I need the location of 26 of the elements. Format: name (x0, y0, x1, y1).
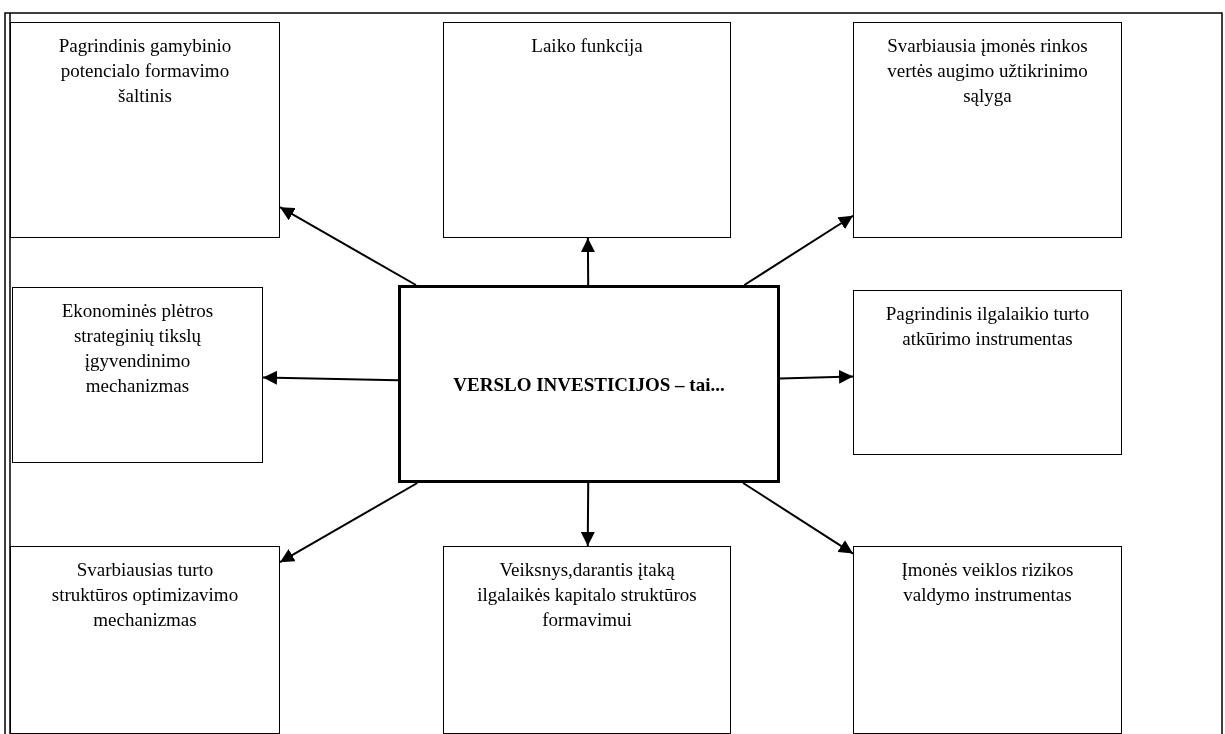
concept-box (10, 22, 280, 238)
arrow (262, 370, 399, 385)
arrow (580, 237, 595, 286)
box-text: Veiksnys,darantis įtaką ilgalaikės kapitalo struktūros formavimui (476, 558, 698, 632)
concept-box (12, 287, 263, 463)
concept-box (853, 22, 1122, 238)
box-text: Ekonominės plėtros strateginių tikslų įgyvendinimo mechanizmas (60, 299, 215, 398)
arrow (743, 214, 854, 286)
concept-box (443, 546, 731, 734)
arrow (580, 482, 595, 547)
arrow (779, 369, 854, 384)
box-text: Įmonės veiklos rizikos valdymo instrumentas (900, 558, 1075, 607)
concept-box (853, 290, 1122, 455)
box-text: Svarbiausias turto struktūros optimizavimo mechanizmas (50, 558, 240, 632)
box-text: Svarbiausia įmonės rinkos vertės augimo užtikrinimo sąlyga (886, 34, 1089, 108)
box-text: Pagrindinis ilgalaikio turto atkūrimo instrumentas (884, 302, 1091, 351)
box-text: Laiko funkcija (530, 34, 644, 58)
concept-box (10, 546, 280, 734)
concept-box (443, 22, 731, 238)
arrow (279, 206, 417, 286)
central-title: VERSLO INVESTICIJOS – tai... (452, 372, 726, 397)
central-box (398, 285, 780, 483)
arrow (279, 482, 419, 564)
box-text: Pagrindinis gamybinio potencialo formavimo šaltinis (57, 34, 233, 108)
arrow (742, 482, 854, 555)
concept-box (853, 546, 1122, 734)
